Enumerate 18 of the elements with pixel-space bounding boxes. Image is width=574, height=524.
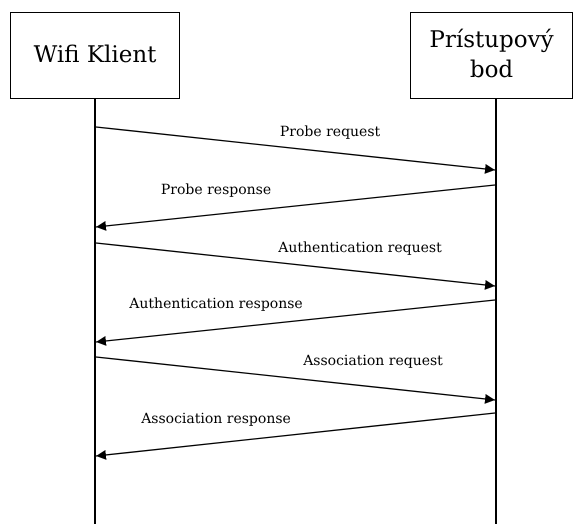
participant-box <box>10 12 180 99</box>
edge-label: Probe request <box>280 124 380 140</box>
participant-name: Wifi Klient <box>34 40 156 70</box>
message-arrow <box>96 412 496 460</box>
message-arrow <box>96 184 496 231</box>
lifeline <box>495 99 497 524</box>
message-arrow <box>96 356 496 404</box>
edge-label: Authentication request <box>278 240 442 256</box>
participant-box <box>410 12 573 99</box>
edge-label: Probe response <box>160 182 272 198</box>
edge-label: Association request <box>303 353 443 369</box>
edge-label: Authentication response <box>129 296 303 312</box>
edge-label: Association response <box>141 411 291 427</box>
lifeline <box>94 99 96 524</box>
message-arrow <box>96 299 496 346</box>
message-arrow <box>96 242 496 290</box>
message-arrow <box>96 126 496 174</box>
participant-name: Prístupový bod <box>429 26 554 84</box>
